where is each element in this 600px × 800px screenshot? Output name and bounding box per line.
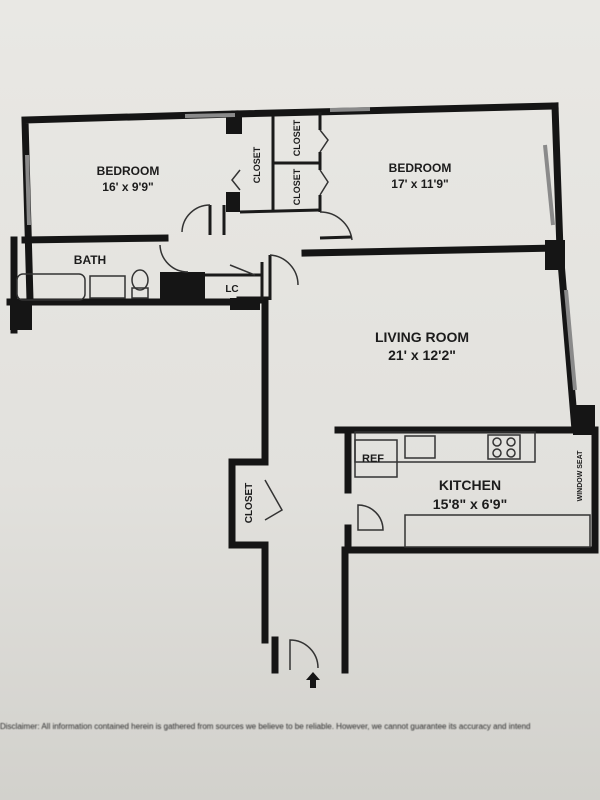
doors [159,129,384,670]
windows [25,107,577,391]
bath-label: BATH [74,253,106,267]
kitchen-sink [404,435,436,459]
fixtures [16,269,591,688]
kitchen-label: KITCHEN [439,477,501,493]
closet-hall-label: CLOSET [244,483,255,524]
lc-label: LC [225,284,238,295]
entry-arrow [306,672,320,688]
sink [89,275,126,299]
toilet [131,269,149,291]
ref-label: REF [362,453,384,465]
bedroom1-label: BEDROOM [97,164,160,178]
kitchen-size: 15'8" x 6'9" [433,496,507,512]
bedroom2-size: 17' x 11'9" [391,177,448,191]
bathtub [16,273,86,301]
bedroom2-label: BEDROOM [389,161,452,175]
window-seat-label: WINDOW SEAT [577,450,584,502]
stove [487,434,521,460]
lower-counter [404,514,591,548]
closet-a-label: CLOSET [252,146,262,183]
closet-c-label: CLOSET [292,168,302,205]
ref-box [354,439,398,478]
bedroom1-size: 16' x 9'9" [102,180,153,194]
living-room-label: LIVING ROOM [375,329,469,345]
walls [6,102,599,674]
disclaimer-text: Disclaimer: All information contained he… [0,722,531,731]
living-room-size: 21' x 12'2" [388,347,456,363]
closet-b-label: CLOSET [292,119,302,156]
